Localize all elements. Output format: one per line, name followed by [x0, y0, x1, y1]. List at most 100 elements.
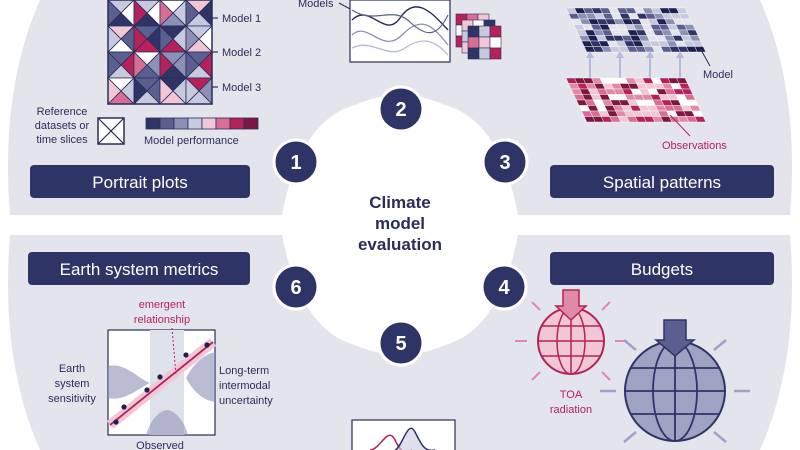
- sensitivity-label-line3: sensitivity: [48, 393, 96, 405]
- cube-cell: [467, 25, 480, 38]
- reference-label-line1: Reference: [37, 106, 88, 118]
- portrait-cell-triangle: [159, 77, 174, 105]
- ensemble-line-3: [351, 40, 449, 56]
- colorbar-swatch: [187, 117, 203, 130]
- budgets-title-banner: [550, 252, 774, 285]
- badge-3-number: 3: [499, 152, 510, 174]
- regression-line: [109, 341, 214, 426]
- portrait-cell-triangle: [185, 25, 200, 53]
- badge-2: 2: [377, 85, 425, 133]
- ensemble-cube-stack: [455, 13, 502, 60]
- earth-system-title: Earth system metrics: [60, 260, 219, 279]
- scatter-point: [121, 404, 127, 410]
- portrait-cell-triangle: [133, 77, 148, 105]
- portrait-plot-panel: Model 1 Model 2 Model 3 Reference datase…: [30, 0, 261, 198]
- ensemble-line-2: [351, 23, 449, 46]
- colorbar-swatch: [243, 117, 259, 130]
- reference-cross-box-icon: [97, 117, 125, 145]
- colorbar-swatch: [215, 117, 231, 130]
- cube-cell: [478, 36, 491, 49]
- portrait-cell-triangle: [159, 25, 174, 53]
- portrait-title: Portrait plots: [92, 173, 187, 192]
- cube-cell: [478, 25, 491, 38]
- badge-4: 4: [480, 263, 528, 311]
- spatial-panel: Model Observations Spatial patterns: [550, 7, 774, 198]
- portrait-cell-triangle: [159, 51, 174, 79]
- spatial-title: Spatial patterns: [603, 173, 721, 192]
- model2-label: Model 2: [222, 47, 261, 59]
- budgets-panel: Budgets TOA radiation: [515, 252, 774, 443]
- scatter-point: [183, 352, 189, 358]
- up-arrow-head: [676, 51, 684, 58]
- colorbar-swatch: [145, 117, 161, 130]
- toa-label-line2: radiation: [550, 404, 592, 416]
- cube-cell: [489, 47, 502, 60]
- up-arrow-head: [646, 51, 654, 58]
- cube-cell: [478, 47, 491, 60]
- model-pointer: [699, 47, 711, 67]
- scatter-point: [204, 342, 210, 348]
- portrait-grid: [107, 0, 213, 105]
- portrait-cell-triangle: [133, 0, 148, 27]
- badge-1: 1: [272, 138, 320, 186]
- cube-cell: [467, 47, 480, 60]
- earth-system-title-banner: [28, 252, 250, 285]
- up-arrow-head: [586, 51, 594, 58]
- colorbar-swatch: [173, 117, 189, 130]
- center-title-line3: evaluation: [358, 235, 442, 254]
- map-cell: [694, 116, 707, 123]
- observed-distribution: [146, 410, 188, 435]
- badge-5: 5: [377, 319, 425, 367]
- colorbar-swatch: [229, 117, 245, 130]
- portrait-cell-triangle: [185, 0, 200, 27]
- badge-4-number: 4: [498, 277, 510, 299]
- badge-2-number: 2: [395, 99, 406, 121]
- colorbar-swatch: [159, 117, 175, 130]
- scatter-point: [113, 419, 119, 425]
- portrait-cell-triangle: [185, 77, 200, 105]
- portrait-cell-triangle: [133, 25, 148, 53]
- badge-6: 6: [272, 263, 320, 311]
- scatter-point: [144, 387, 150, 393]
- toa-globe-icon: [515, 289, 627, 381]
- budgets-title: Budgets: [631, 260, 693, 279]
- colorbar-swatch: [201, 117, 217, 130]
- badge-1-number: 1: [290, 152, 301, 174]
- sensitivity-label-line2: system: [55, 378, 90, 390]
- badge-5-number: 5: [395, 333, 406, 355]
- center-title-line2: model: [375, 214, 425, 233]
- emergent-label-line2: relationship: [134, 314, 190, 326]
- scatter-point: [157, 374, 163, 380]
- ensemble-panel: Models: [298, 0, 502, 63]
- models-label: Models: [298, 0, 334, 10]
- emergent-label-line1: emergent: [139, 299, 185, 311]
- toa-label-line1: TOA: [560, 389, 583, 401]
- reference-label-line3: time slices: [36, 134, 88, 146]
- uncertainty-distribution: [186, 352, 215, 402]
- earth-system-panel: Earth system metrics emergent relationsh…: [28, 252, 273, 450]
- center-title-line1: Climate: [369, 193, 430, 212]
- scatter-points: [113, 342, 210, 425]
- portrait-cell-triangle: [159, 0, 174, 27]
- ensemble-plot-frame: [349, 0, 451, 63]
- portrait-cell-triangle: [133, 51, 148, 79]
- center-hub: [305, 130, 495, 320]
- performance-colorbar: [145, 117, 259, 130]
- distribution-curve-red: [369, 434, 412, 450]
- distribution-panel: [351, 419, 456, 450]
- observations-pointer: [669, 114, 691, 137]
- uncertainty-label-line1: Long-term: [219, 365, 269, 377]
- uncertainty-label-line2: intermodal: [219, 380, 270, 392]
- up-arrow-head: [616, 51, 624, 58]
- observed-label: Observed: [136, 440, 184, 450]
- model-label: Model: [703, 69, 733, 81]
- cube-cell: [467, 36, 480, 49]
- portrait-cell-triangle: [185, 51, 200, 79]
- ensemble-line-4: [351, 9, 449, 34]
- sensitivity-distribution: [108, 365, 150, 399]
- upward-arrows: [586, 51, 684, 80]
- cube-cell: [489, 36, 502, 49]
- cube-cell: [489, 25, 502, 38]
